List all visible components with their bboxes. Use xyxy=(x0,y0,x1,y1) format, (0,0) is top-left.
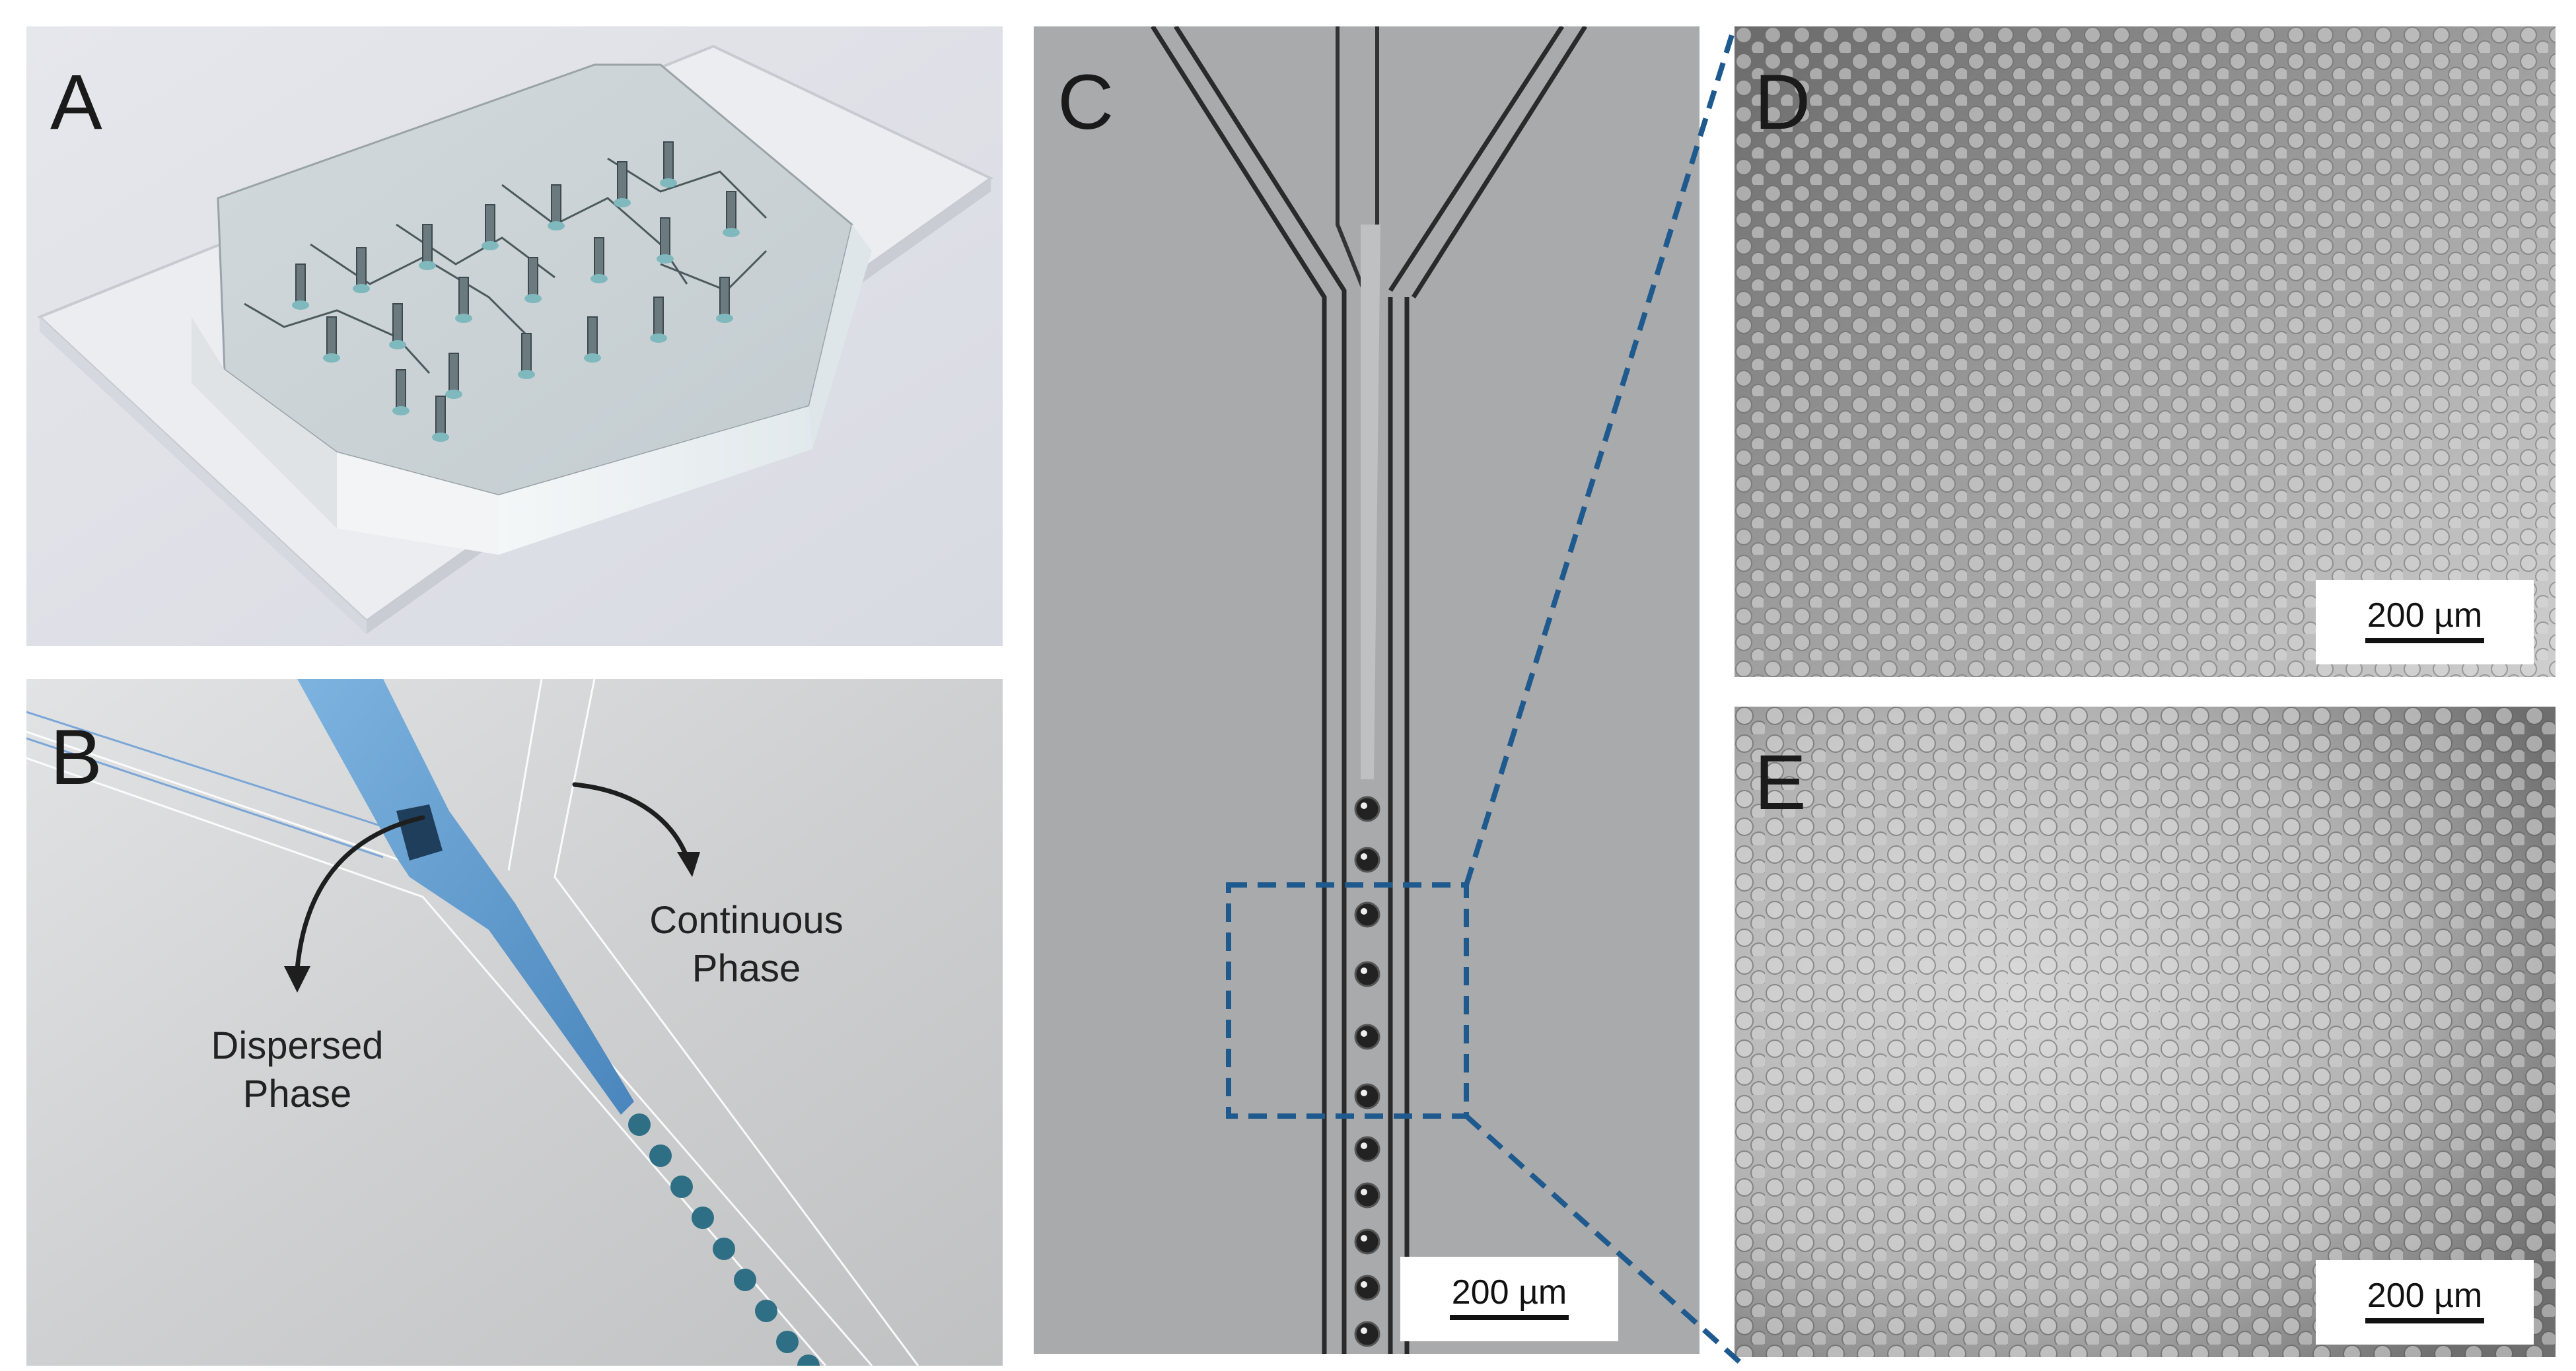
panel-e-droplets-micrograph: E 200 µm xyxy=(1735,707,2556,1357)
continuous-phase-label: Continuous Phase xyxy=(649,899,843,990)
droplet-generation-graphic xyxy=(1034,26,1699,1354)
panel-d-scale-bar: 200 µm xyxy=(2316,580,2534,664)
panel-b-flow-focusing-illustration: B Continuous Phase Dispersed Phase xyxy=(26,679,1003,1366)
dispersed-phase-label: Dispersed Phase xyxy=(211,1024,384,1115)
panel-d-droplets-micrograph: D 200 µm xyxy=(1735,26,2556,677)
chip-render-graphic xyxy=(26,26,1003,646)
droplet-train xyxy=(628,1113,820,1366)
panel-c-droplet-generation-micrograph: C 200 µm xyxy=(1034,26,1699,1354)
panel-c-label: C xyxy=(1057,59,1114,146)
panel-a-label: A xyxy=(50,59,102,146)
flow-focusing-graphic xyxy=(26,679,1003,1366)
panel-d-droplets-graphic xyxy=(1735,26,2556,677)
panel-e-scale-bar-line xyxy=(2365,1318,2484,1323)
panel-e-droplets-graphic xyxy=(1735,707,2556,1357)
panel-a-chip-render: A xyxy=(26,26,1003,646)
panel-e-scale-bar: 200 µm xyxy=(2316,1260,2534,1345)
panel-e-scale-bar-label: 200 µm xyxy=(2367,1277,2483,1315)
panel-d-label: D xyxy=(1754,59,1811,146)
panel-c-scale-bar-line xyxy=(1450,1315,1569,1320)
panel-d-scale-bar-label: 200 µm xyxy=(2367,596,2483,635)
panel-d-scale-bar-line xyxy=(2365,638,2484,643)
panel-c-scale-bar: 200 µm xyxy=(1400,1257,1618,1341)
panel-c-scale-bar-label: 200 µm xyxy=(1451,1273,1567,1312)
panel-b-label: B xyxy=(50,714,102,801)
panel-e-label: E xyxy=(1754,739,1807,826)
